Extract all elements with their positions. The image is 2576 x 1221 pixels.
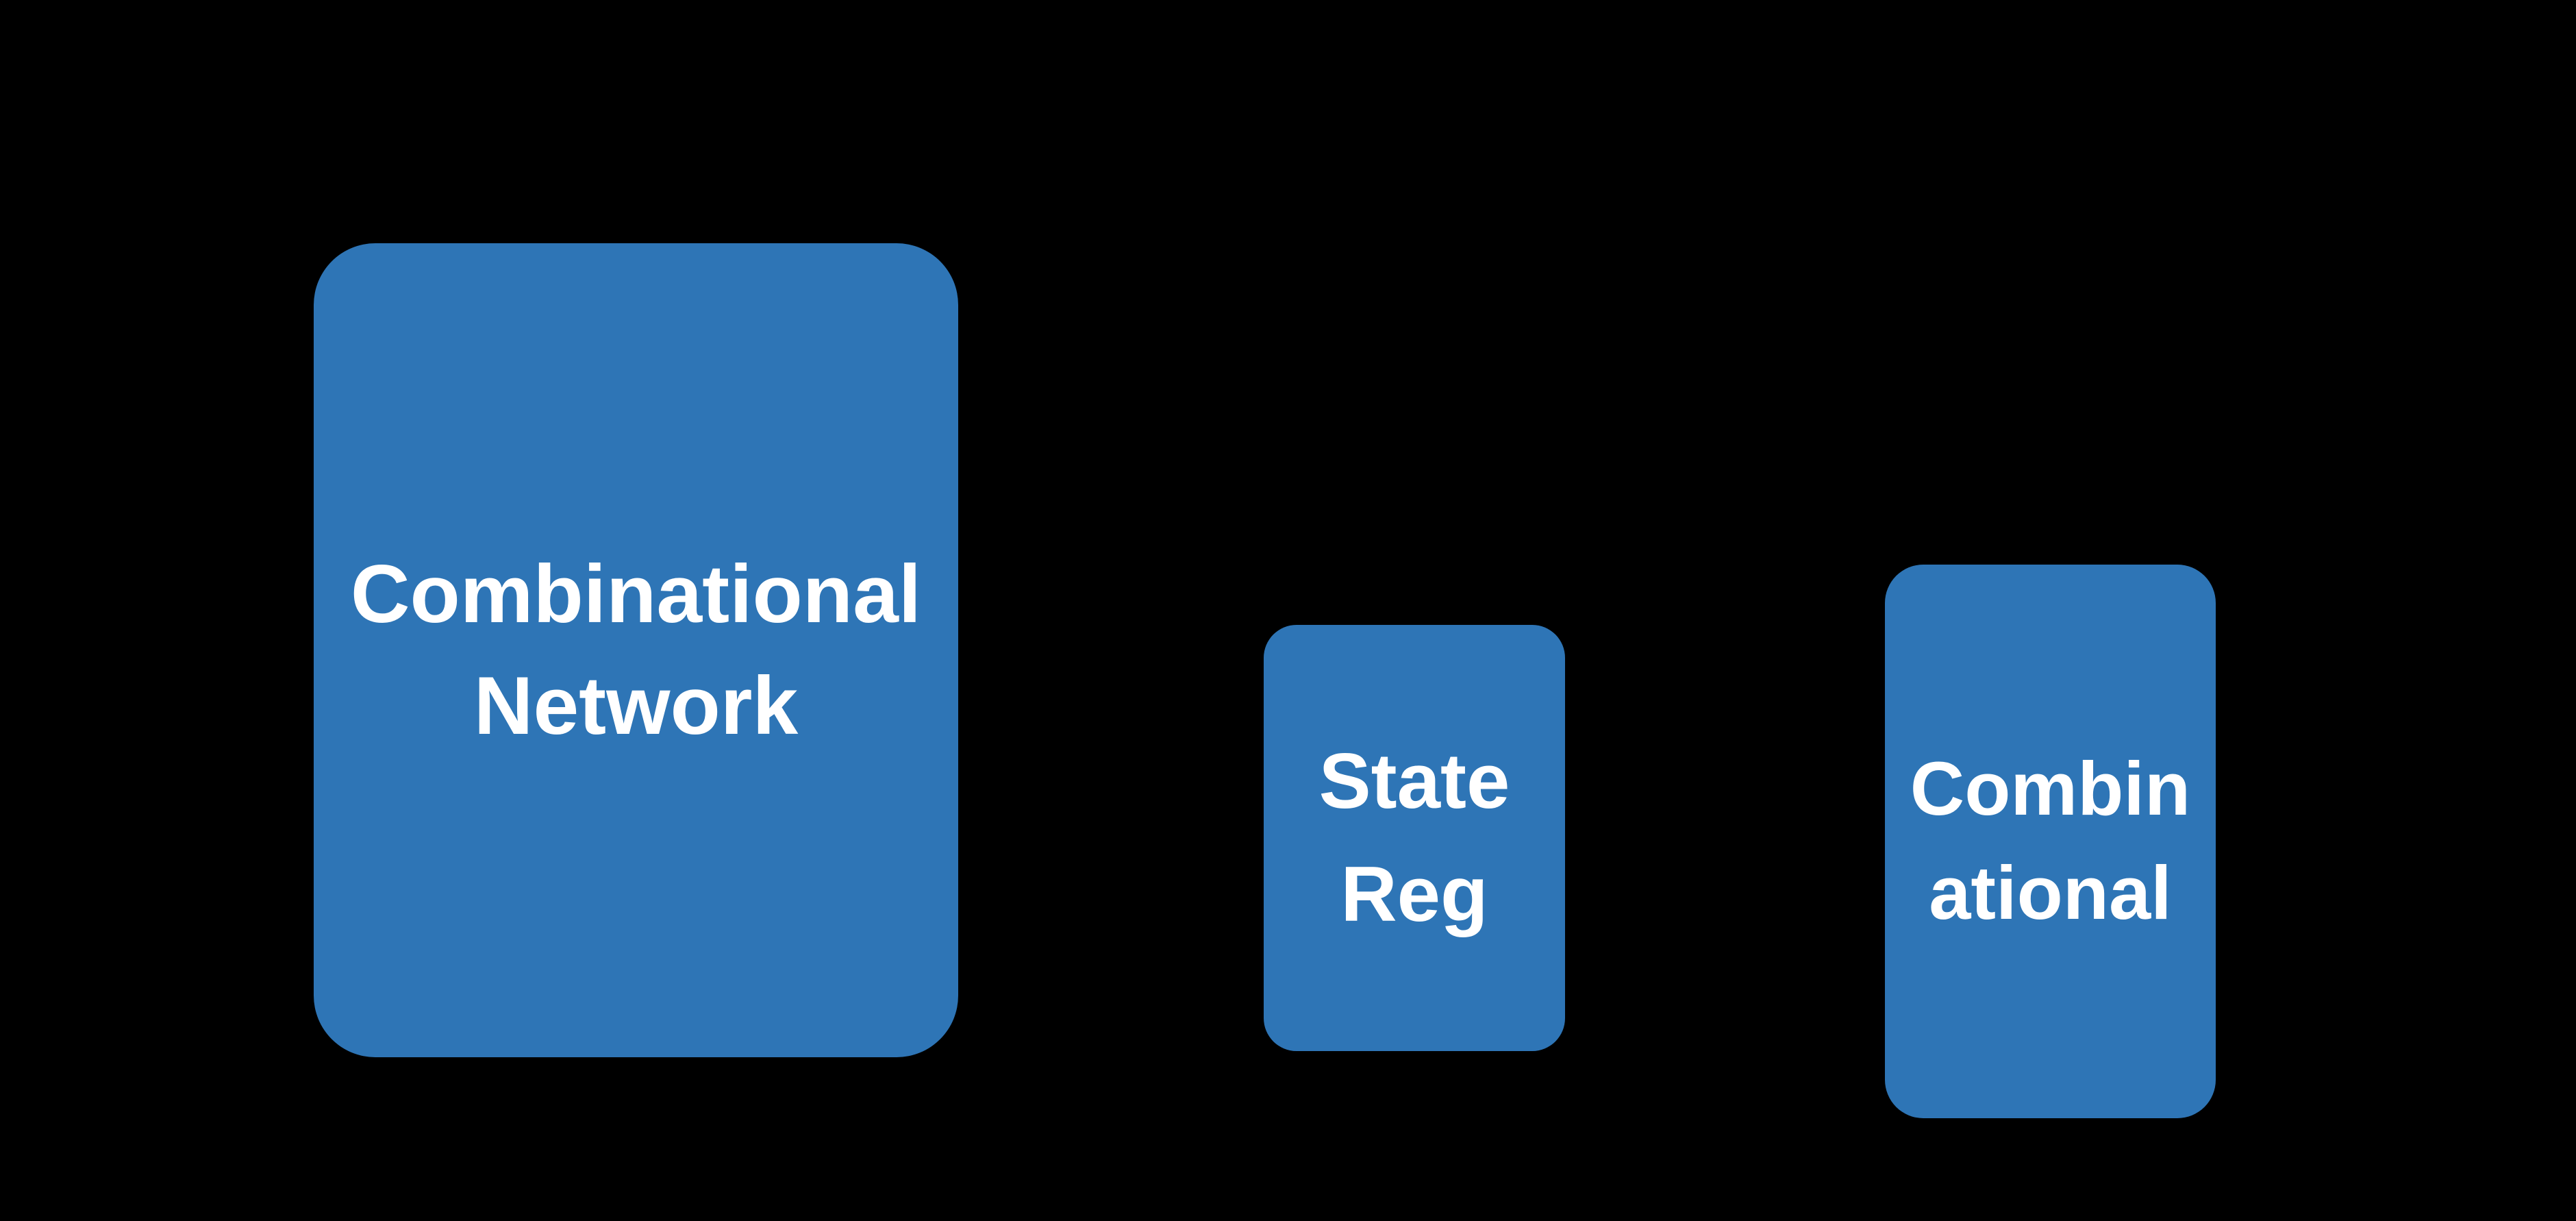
box-label-line: Combinational xyxy=(350,547,922,640)
box-label-line: Network xyxy=(473,660,799,752)
box-label-line: ational xyxy=(1929,851,2172,935)
box-label-line: State xyxy=(1318,737,1510,825)
box-state-reg: State Reg xyxy=(1264,625,1565,1051)
box-combinational: Combin ational xyxy=(1885,565,2216,1118)
box-label-line: Combin xyxy=(1910,747,2191,832)
box-label-line: Reg xyxy=(1340,851,1488,938)
box-combinational-network: Combinational Network xyxy=(314,243,958,1057)
